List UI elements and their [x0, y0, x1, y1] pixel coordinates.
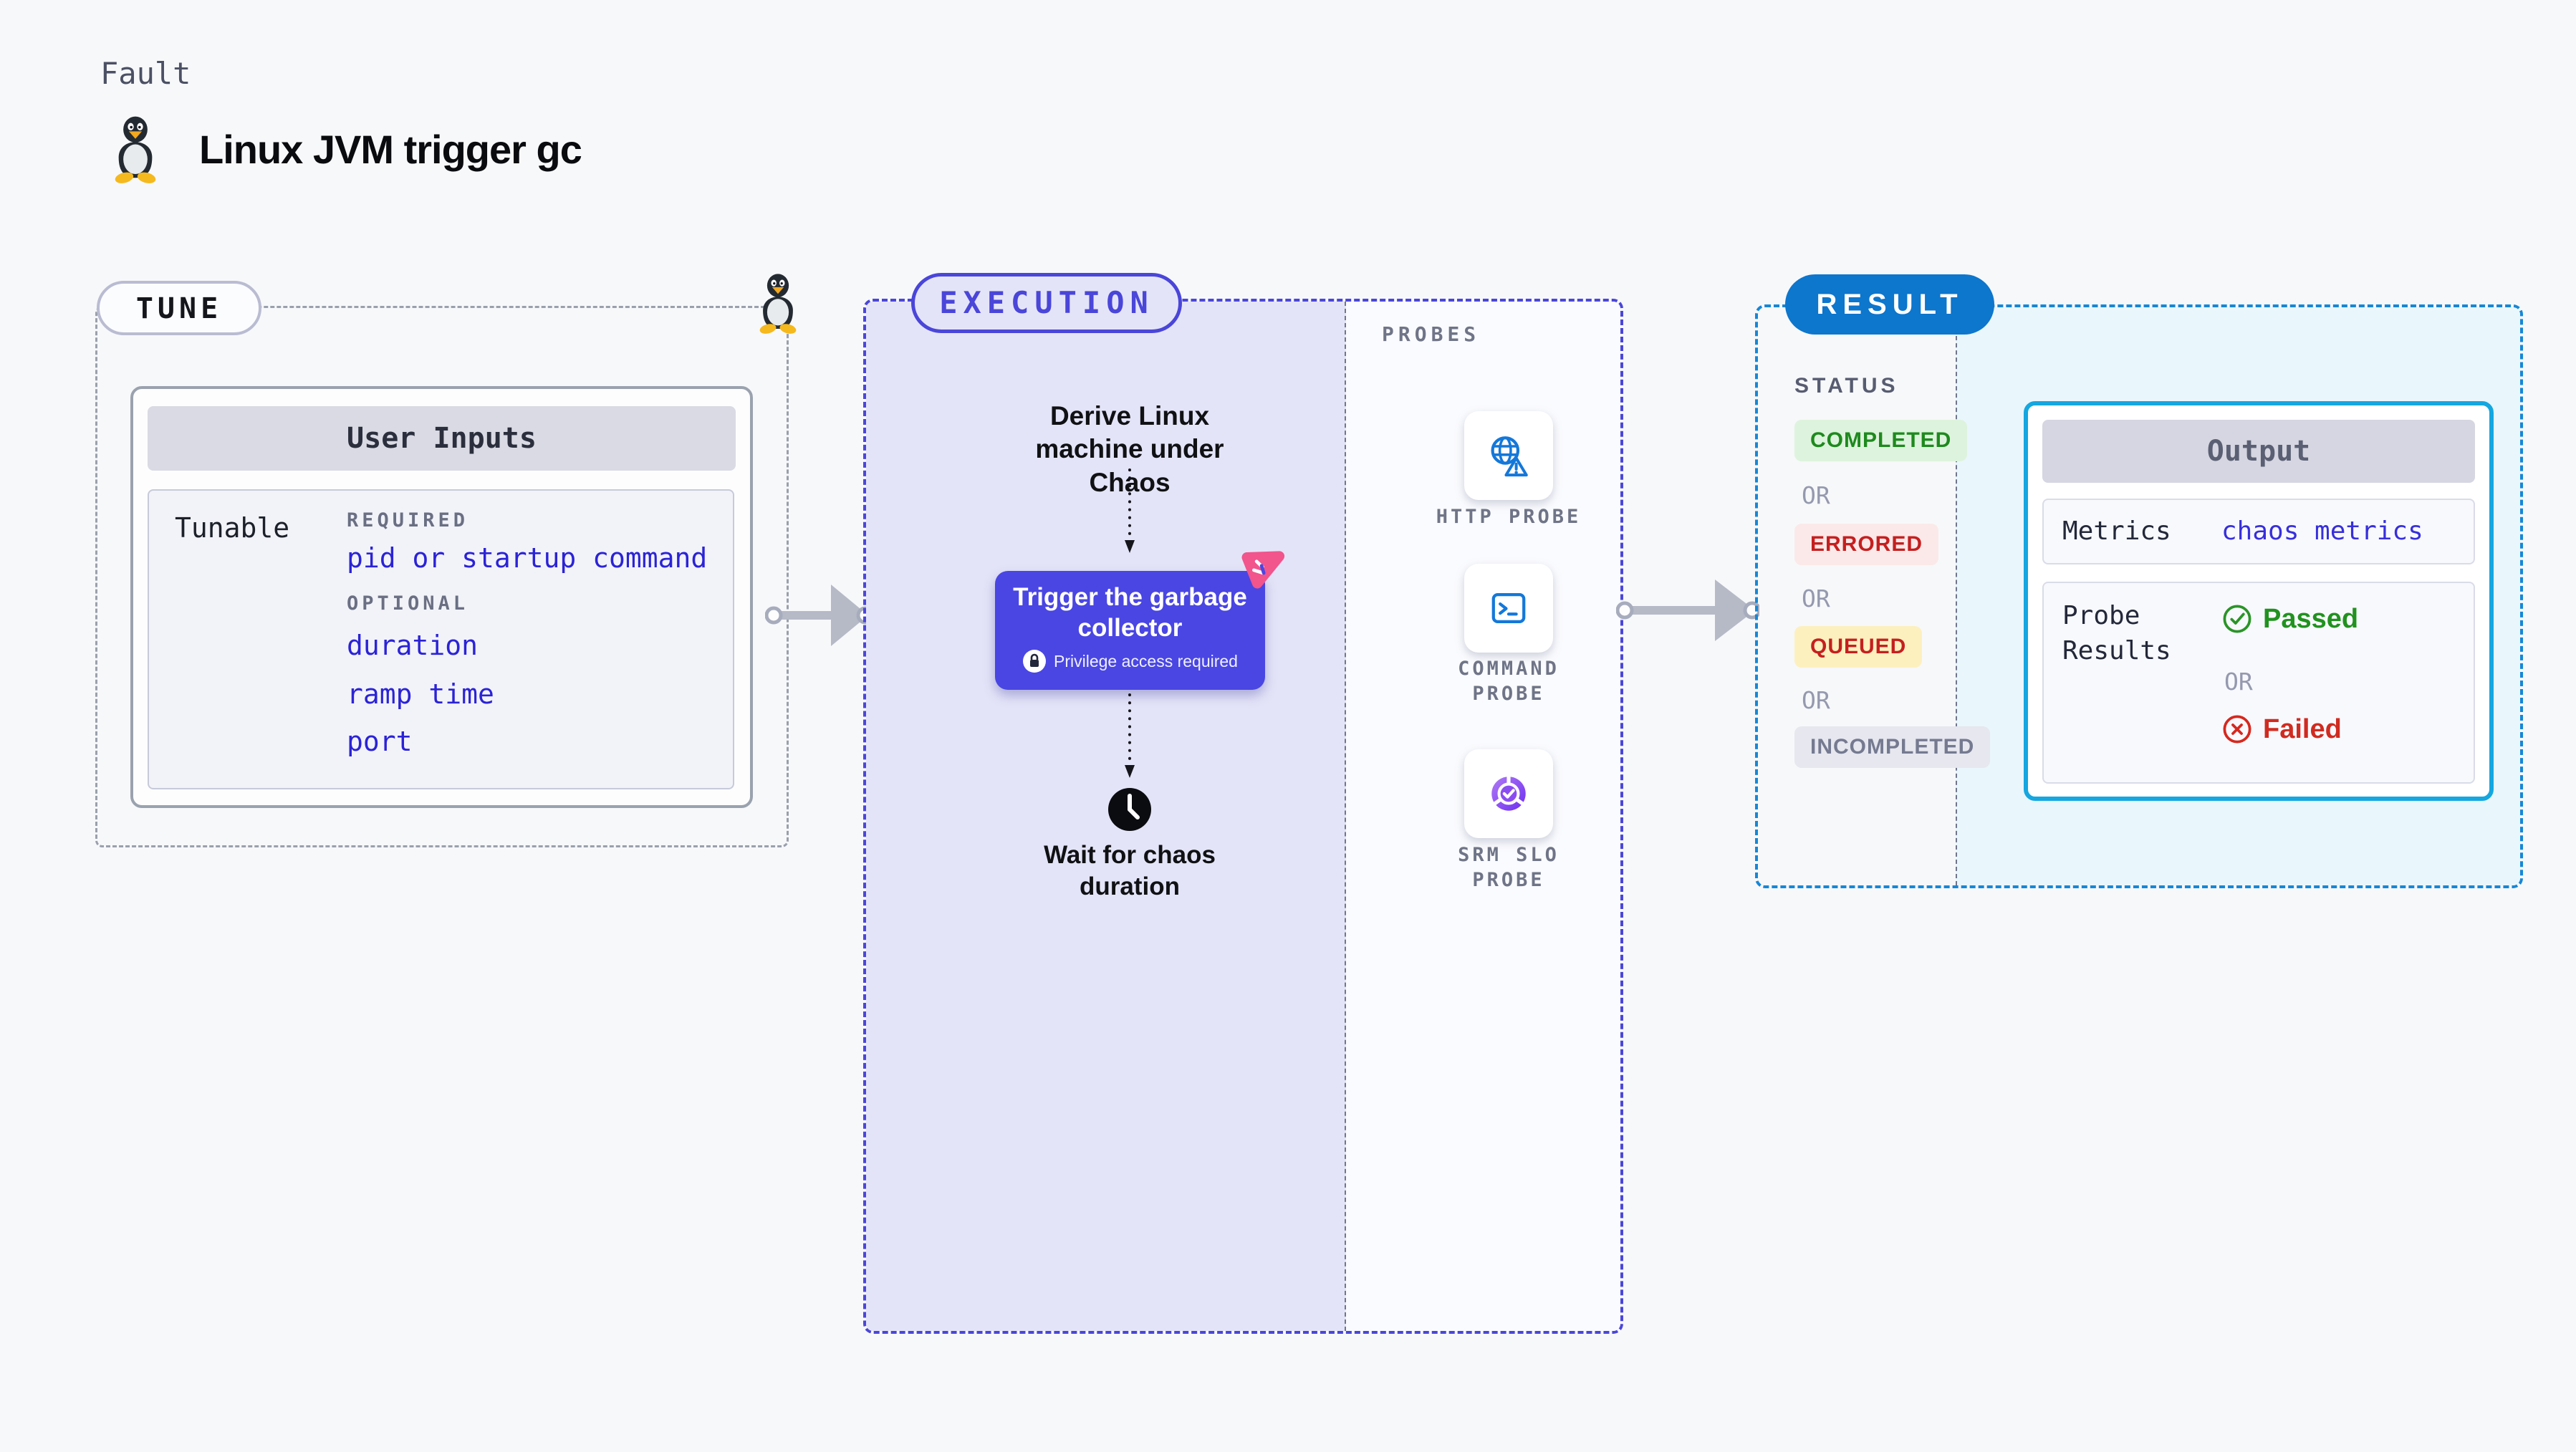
- metrics-label: Metrics: [2062, 516, 2171, 546]
- tunable-port-link[interactable]: port: [347, 726, 413, 757]
- privilege-note: Privilege access required: [1054, 651, 1238, 670]
- tune-to-execution-arrow: [765, 585, 873, 646]
- command-probe-label: COMMAND PROBE: [1458, 658, 1559, 706]
- user-inputs-header: User Inputs: [148, 406, 736, 471]
- tunable-duration-link[interactable]: duration: [347, 630, 479, 661]
- tunable-ramp-time-link[interactable]: ramp time: [347, 678, 494, 710]
- output-card: Output Metrics chaos metrics Probe Resul…: [2024, 401, 2494, 801]
- user-inputs-card: User Inputs Tunable REQUIRED pid or star…: [130, 386, 753, 808]
- down-dotted-arrow: [1125, 693, 1135, 778]
- srm-slo-probe-card[interactable]: [1464, 749, 1553, 838]
- linux-tux-corner-icon: [759, 274, 797, 334]
- status-badge-completed: COMPLETED: [1794, 420, 1968, 461]
- check-circle-icon: [2223, 605, 2251, 633]
- user-inputs-body: Tunable REQUIRED pid or startup command …: [148, 489, 734, 789]
- tunable-pid-link[interactable]: pid or startup command: [347, 542, 708, 574]
- probes-header: PROBES: [1382, 322, 1481, 346]
- execution-section-box: [863, 299, 1623, 1334]
- result-badge: RESULT: [1785, 274, 1994, 335]
- down-dotted-arrow: [1125, 468, 1135, 553]
- terminal-icon: [1491, 593, 1526, 623]
- metrics-row: Metrics chaos metrics: [2042, 499, 2475, 564]
- page-title: Linux JVM trigger gc: [199, 127, 582, 172]
- metrics-value-link[interactable]: chaos metrics: [2221, 516, 2423, 546]
- status-badge-incompleted: INCOMPLETED: [1794, 726, 1991, 768]
- status-header: STATUS: [1794, 374, 1899, 398]
- or-separator: OR: [2224, 668, 2253, 696]
- lock-icon: [1023, 650, 1047, 673]
- probe-results-row: Probe Results Passed OR Failed: [2042, 582, 2475, 784]
- x-circle-icon: [2223, 715, 2251, 744]
- execution-badge: EXECUTION: [911, 273, 1182, 333]
- required-label: REQUIRED: [347, 509, 469, 532]
- execution-to-result-arrow: [1616, 580, 1759, 641]
- globe-alert-icon: [1491, 436, 1528, 477]
- execution-flow-zone: [866, 302, 1346, 1331]
- clock-icon: [1108, 788, 1151, 831]
- output-header: Output: [2042, 420, 2475, 483]
- or-separator: OR: [1802, 686, 1830, 714]
- http-probe-label: HTTP PROBE: [1436, 506, 1582, 528]
- probe-passed-item: Passed: [2221, 603, 2358, 635]
- or-separator: OR: [1802, 585, 1830, 612]
- derive-machine-step: Derive Linux machine under Chaos: [1035, 401, 1224, 497]
- http-probe-card[interactable]: [1464, 411, 1553, 500]
- status-badge-queued: QUEUED: [1794, 626, 1923, 668]
- trigger-gc-title: Trigger the garbage collector: [1013, 583, 1247, 642]
- probe-results-label: Probe Results: [2062, 601, 2171, 665]
- tune-badge: TUNE: [97, 281, 261, 335]
- linux-tux-icon: [115, 116, 156, 183]
- fault-kind-label: Fault: [100, 56, 191, 91]
- trigger-gc-node[interactable]: Trigger the garbage collector Privilege …: [995, 571, 1265, 690]
- command-probe-card[interactable]: [1464, 564, 1553, 653]
- status-badge-errored: ERRORED: [1794, 524, 1939, 565]
- tune-section-box: [95, 306, 789, 847]
- srm-slo-probe-label: SRM SLO PROBE: [1458, 844, 1559, 892]
- or-separator: OR: [1802, 481, 1830, 509]
- tunable-row-label: Tunable: [175, 512, 290, 544]
- optional-label: OPTIONAL: [347, 592, 469, 615]
- failed-label: Failed: [2263, 713, 2342, 744]
- slo-donut-icon: [1491, 775, 1526, 811]
- probe-failed-item: Failed: [2221, 713, 2342, 745]
- chaos-fault-icon: [1241, 551, 1285, 589]
- passed-label: Passed: [2263, 603, 2359, 634]
- wait-duration-step: Wait for chaos duration: [1044, 841, 1216, 900]
